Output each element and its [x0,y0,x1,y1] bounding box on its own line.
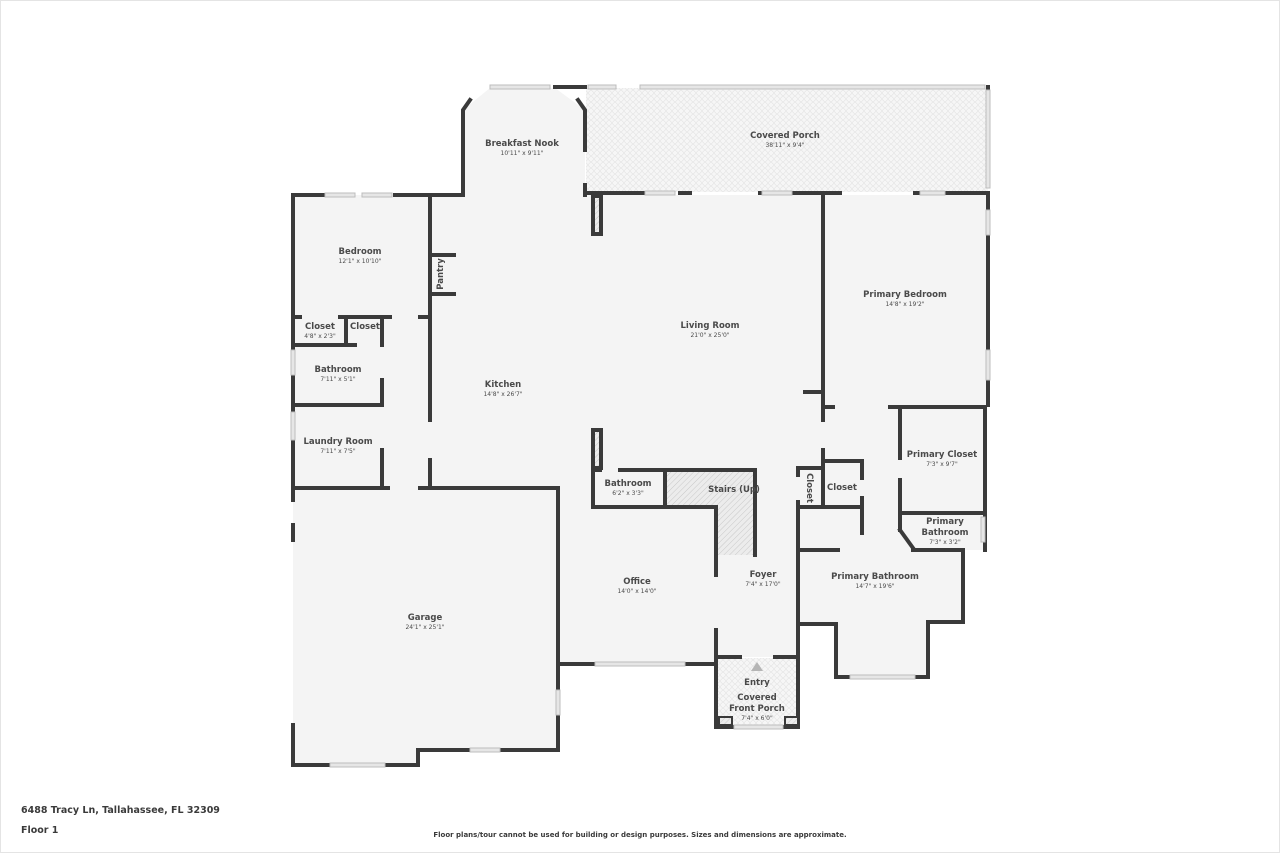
property-address: 6488 Tracy Ln, Tallahassee, FL 32309 [21,805,220,816]
floor-label: Floor 1 [21,825,59,836]
floor-plan: Breakfast Nook 10'11" x 9'11" Covered Po… [290,84,991,768]
stairs-hatch [665,470,755,555]
windows [290,84,991,768]
stairs-label: Stairs (Up) [708,485,760,495]
walls [291,85,990,767]
foyer-label: Foyer [750,570,778,580]
covered-porch-dims: 38'11" x 9'4" [765,142,804,149]
primary-bathroom-dims: 14'7" x 19'6" [855,583,894,590]
primary-bathroom-small-label-2: Bathroom [921,528,968,538]
covered-porch-floor [586,88,988,192]
primary-bathroom-label: Primary Bathroom [831,572,919,582]
living-room-dims: 21'0" x 25'0" [690,332,729,339]
closet-2-label: Closet [350,322,380,332]
bathroom-1-dims: 7'11" x 5'1" [320,376,356,383]
bathroom-2-dims: 6'2" x 3'3" [612,490,644,497]
entry-label: Entry [744,678,770,688]
pantry-label: Pantry [436,258,446,290]
laundry-room-dims: 7'11" x 7'5" [320,448,356,455]
primary-bathroom-small-dims: 7'3" x 3'2" [929,539,961,546]
garage-dims: 24'1" x 25'1" [405,624,444,631]
primary-closet-dims: 7'3" x 9'7" [926,461,958,468]
primary-bathroom-small-label-1: Primary [926,517,964,527]
living-room-label: Living Room [681,321,740,331]
foyer-dims: 7'4" x 17'0" [745,581,781,588]
bathroom-1-label: Bathroom [314,365,361,375]
entry-arrow-icon [751,662,763,671]
closet-4-label: Closet [804,473,814,503]
breakfast-nook-dims: 10'11" x 9'11" [501,150,544,157]
front-porch-dims: 7'4" x 6'0" [741,715,773,722]
kitchen-label: Kitchen [485,380,521,390]
office-label: Office [623,577,651,587]
bathroom-2-label: Bathroom [604,479,651,489]
laundry-room-label: Laundry Room [303,437,372,447]
front-porch-label-1: Covered [737,693,776,703]
closet-1-label: Closet [305,322,335,332]
bedroom-label: Bedroom [338,247,381,257]
primary-closet-label: Primary Closet [907,450,978,460]
garage-label: Garage [408,613,443,623]
primary-bedroom-dims: 14'8" x 19'2" [885,301,924,308]
office-dims: 14'0" x 14'0" [617,588,656,595]
floor-fills [293,88,988,765]
kitchen-dims: 14'8" x 26'7" [483,391,522,398]
covered-porch-label: Covered Porch [750,131,820,141]
disclaimer: Floor plans/tour cannot be used for buil… [433,831,847,839]
primary-bedroom-label: Primary Bedroom [863,290,947,300]
front-porch-label-2: Front Porch [729,704,785,714]
closet-3-label: Closet [827,483,857,493]
breakfast-nook-label: Breakfast Nook [485,139,559,149]
closet-1-dims: 4'8" x 2'3" [304,333,336,340]
room-labels: Breakfast Nook 10'11" x 9'11" Covered Po… [303,131,977,722]
bedroom-dims: 12'1" x 10'10" [339,258,382,265]
